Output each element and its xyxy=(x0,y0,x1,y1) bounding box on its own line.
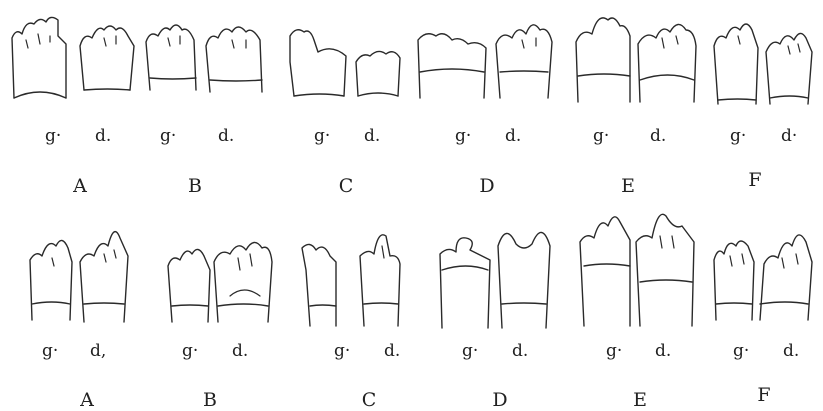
sketch-row1-D-left xyxy=(418,34,486,98)
sketch-row2-D-right xyxy=(498,232,550,328)
sketch-row1-B-left xyxy=(146,25,196,90)
sketch-row2-D-left xyxy=(440,238,490,328)
label-row1-D-d: d. xyxy=(505,128,521,145)
caption-row1-C: C xyxy=(339,177,354,196)
sketch-row1-A-left xyxy=(12,17,66,98)
label-row1-D-g: g· xyxy=(455,128,471,145)
sketch-row2-F-left xyxy=(714,241,754,320)
sketch-row2-A-right xyxy=(80,232,128,322)
label-row1-C-d: d. xyxy=(364,128,380,145)
caption-row1-B: B xyxy=(188,177,202,196)
label-row1-B-d: d. xyxy=(218,128,234,145)
sketch-row2-E-left xyxy=(580,217,630,326)
label-row2-A-g: g· xyxy=(42,343,58,360)
label-row1-F-g: g· xyxy=(730,128,746,145)
sketch-row2-A-left xyxy=(30,240,72,320)
label-row2-D-d: d. xyxy=(512,343,528,360)
sketch-row1-A-right xyxy=(80,26,134,90)
caption-row2-E: E xyxy=(633,391,647,410)
sketch-row1-B-right xyxy=(206,27,262,92)
sketch-row2-C-left xyxy=(302,244,336,326)
label-row1-B-g: g· xyxy=(160,128,176,145)
label-row1-E-g: g· xyxy=(593,128,609,145)
label-row2-D-g: g· xyxy=(462,343,478,360)
sketch-row1-F-right xyxy=(766,33,812,104)
sketch-row2-E-right xyxy=(636,214,694,326)
sketch-row1-C-right xyxy=(356,51,400,96)
label-row2-E-g: g· xyxy=(606,343,622,360)
sketch-row1-C-left xyxy=(290,30,346,96)
sketch-row1-E-left xyxy=(576,18,630,102)
label-row1-F-d: d· xyxy=(781,128,797,145)
label-row2-F-d: d. xyxy=(783,343,799,360)
caption-row1-D: D xyxy=(479,177,494,196)
label-row2-B-d: d. xyxy=(232,343,248,360)
label-row2-C-d: d. xyxy=(384,343,400,360)
sketch-row2-B-right xyxy=(214,242,272,322)
sketch-row1-F-left xyxy=(714,24,758,104)
label-row1-A-d: d. xyxy=(95,128,111,145)
caption-row1-A: A xyxy=(73,177,87,196)
label-row1-A-g: g· xyxy=(45,128,61,145)
caption-row2-A: A xyxy=(80,391,94,410)
sketch-row2-B-left xyxy=(168,249,210,322)
label-row2-B-g: g· xyxy=(182,343,198,360)
label-row1-C-g: g· xyxy=(314,128,330,145)
sketch-row1-D-right xyxy=(496,25,552,98)
caption-row2-C: C xyxy=(362,391,377,410)
label-row2-E-d: d. xyxy=(655,343,671,360)
sketch-row1-E-right xyxy=(638,24,696,102)
label-row2-F-g: g· xyxy=(733,343,749,360)
caption-row2-D: D xyxy=(492,391,507,410)
label-row1-E-d: d. xyxy=(650,128,666,145)
caption-row1-E: E xyxy=(621,177,635,196)
caption-row1-F: F xyxy=(748,171,761,190)
label-row2-A-d: d, xyxy=(90,343,106,360)
caption-row2-B: B xyxy=(203,391,217,410)
caption-row2-F: F xyxy=(757,386,770,405)
sketch-row2-C-right xyxy=(360,235,400,326)
sketch-row2-F-right xyxy=(760,235,812,320)
label-row2-C-g: g· xyxy=(334,343,350,360)
